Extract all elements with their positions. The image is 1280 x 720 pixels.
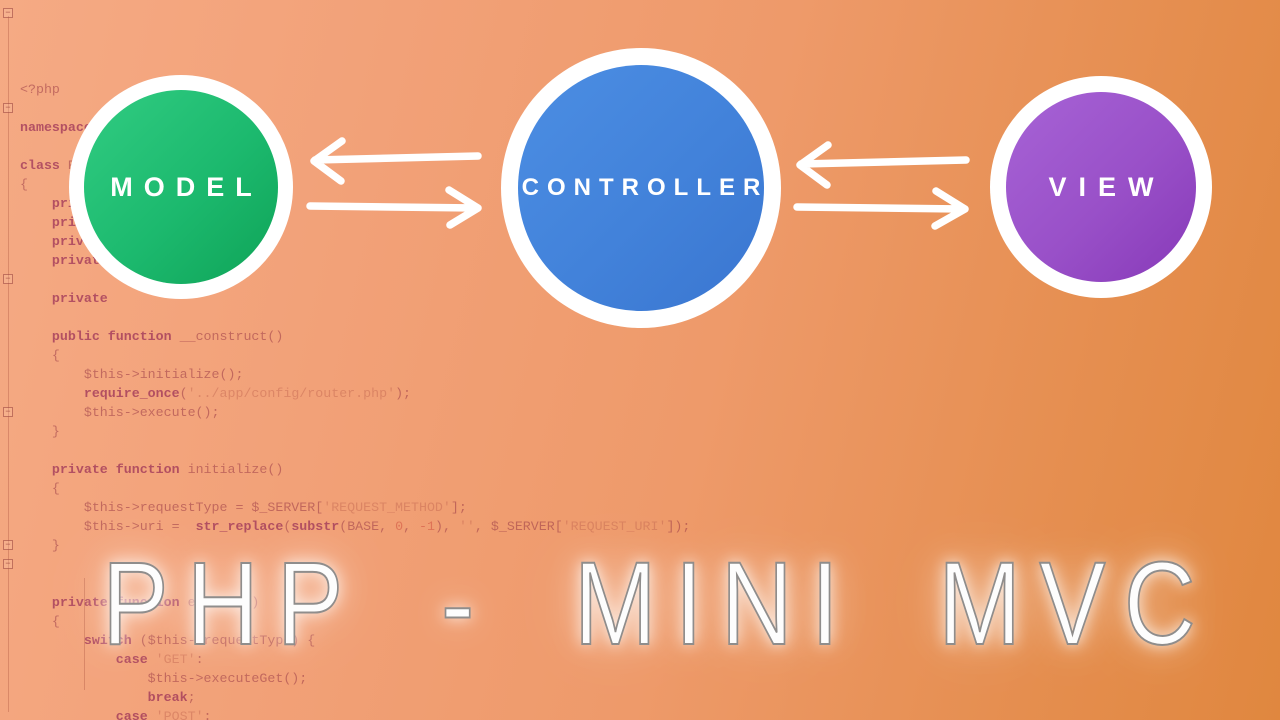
code-line: $this->executeGet(); <box>20 671 308 686</box>
fold-guide-line <box>8 16 9 712</box>
code-line: require_once('../app/config/router.php')… <box>83 386 412 401</box>
code-fold-icon: − <box>3 559 13 569</box>
video-title: PHP - MINI MVC <box>102 537 1215 671</box>
code-line: { <box>20 348 60 363</box>
model-node: MODEL <box>69 75 293 299</box>
code-line: $this->uri = str_replace(substr(BASE, 0,… <box>20 519 691 534</box>
arrow-view-to-controller-icon <box>796 141 970 189</box>
code-fold-icon: − <box>3 540 13 550</box>
code-line: } <box>20 424 60 439</box>
code-line: private function execute() <box>20 595 260 610</box>
code-line: public function __construct() <box>20 329 284 344</box>
code-fold-icon: − <box>3 8 13 18</box>
arrow-model-to-controller-icon <box>306 186 482 229</box>
model-label: MODEL <box>110 171 263 202</box>
code-fold-icon: − <box>3 274 13 284</box>
model-circle: MODEL <box>84 90 278 284</box>
controller-label: CONTROLLER <box>521 174 769 201</box>
controller-circle: CONTROLLER <box>518 65 764 311</box>
code-line: { <box>20 481 60 496</box>
arrow-controller-to-view-icon <box>793 187 969 230</box>
code-line: $this->initialize(); <box>20 367 244 382</box>
code-line: private <box>20 291 108 306</box>
view-circle: VIEW <box>1006 92 1196 282</box>
code-line: $this->requestType = $_SERVER['REQUEST_M… <box>20 500 467 515</box>
view-label: VIEW <box>1048 171 1166 202</box>
code-line: private function initialize() <box>20 462 284 477</box>
code-line: <?php <box>20 82 60 97</box>
code-fold-icon: − <box>3 103 13 113</box>
indent-guide-line <box>84 578 85 690</box>
code-line: { <box>20 177 28 192</box>
controller-node: CONTROLLER <box>501 48 781 328</box>
code-line: { <box>20 614 60 629</box>
view-node: VIEW <box>990 76 1212 298</box>
code-line: } <box>20 538 60 553</box>
code-line: case 'POST': <box>115 709 212 720</box>
code-line: $this->execute(); <box>20 405 220 420</box>
code-line: break; <box>147 690 196 705</box>
code-fold-icon: − <box>3 407 13 417</box>
code-line: switch ($this->requestType) { <box>83 633 316 648</box>
arrow-controller-to-model-icon <box>310 137 482 185</box>
code-line: case 'GET': <box>115 652 204 667</box>
